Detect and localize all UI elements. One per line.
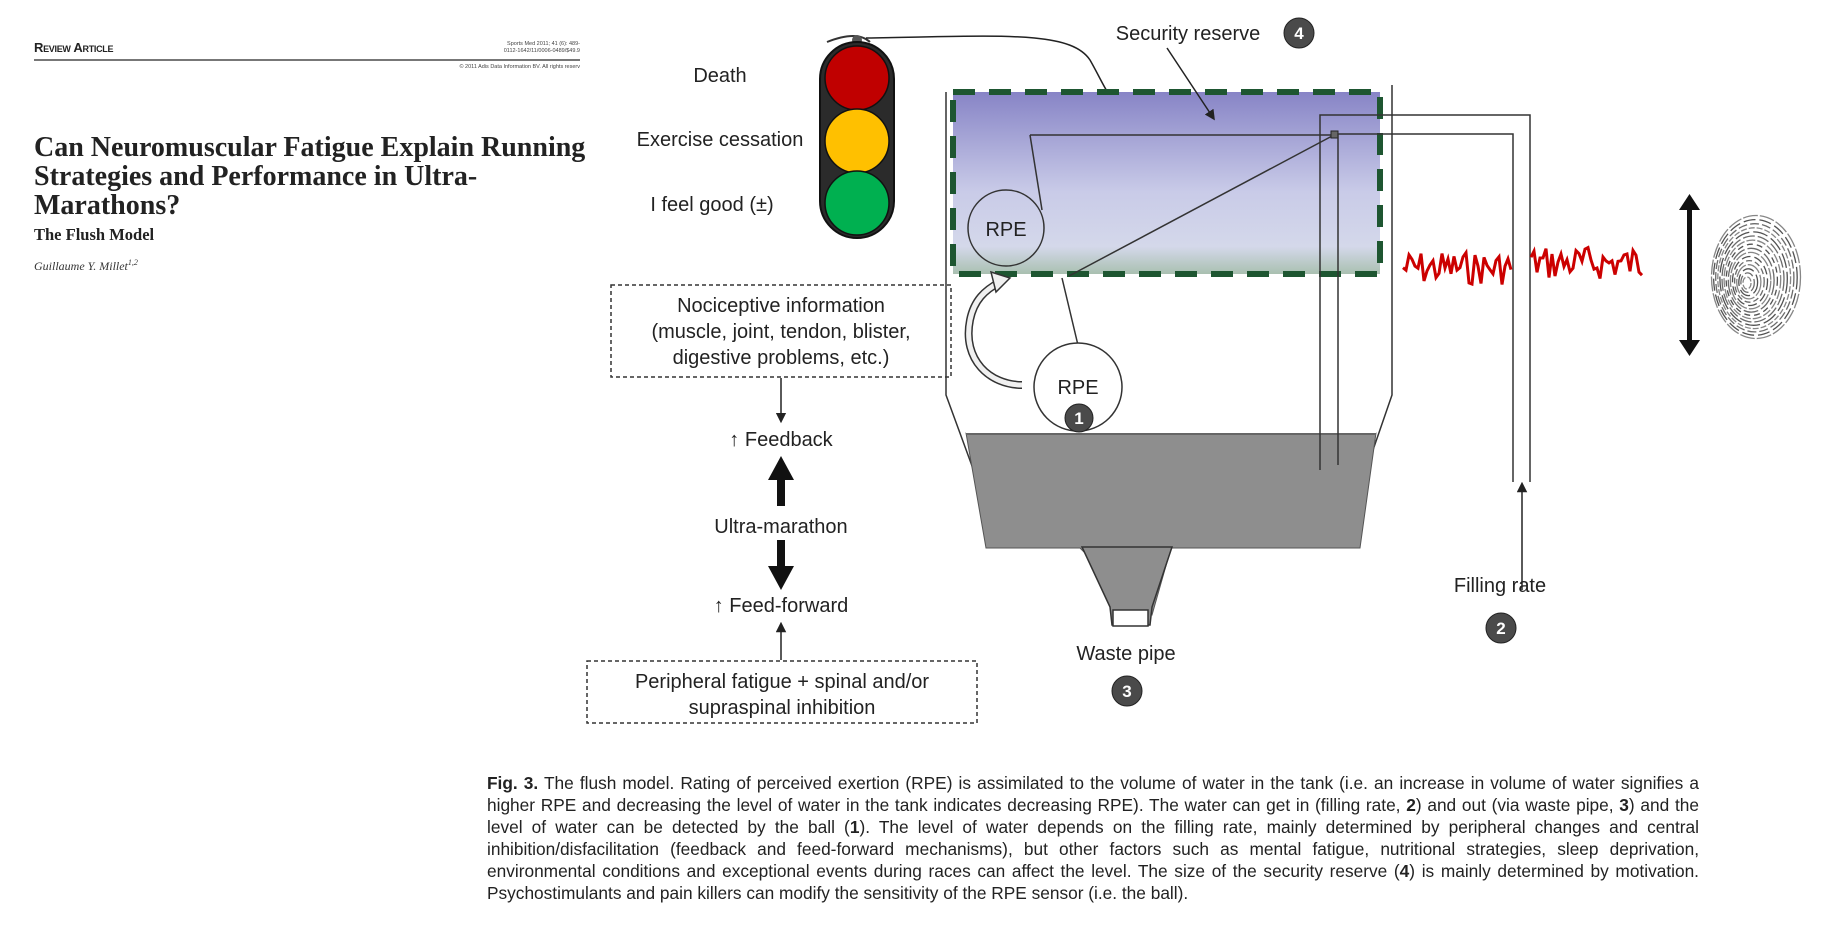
article-title: Can Neuromuscular Fatigue Explain Runnin… [34, 132, 586, 221]
amber-light [824, 108, 890, 174]
fingerprint-ridge [1712, 218, 1798, 336]
rpe-signal-trace-right [1529, 245, 1644, 279]
peripheral-line-2: supraspinal inhibition [689, 697, 876, 719]
fingerprint-ridge [1727, 247, 1775, 313]
rpe-lower-label: RPE [1057, 377, 1098, 399]
author-name: Guillaume Y. Millet [34, 259, 128, 273]
badge-3-number: 3 [1122, 682, 1131, 701]
label-exercise-cessation: Exercise cessation [637, 129, 804, 151]
nociceptive-info-box [610, 284, 952, 378]
author-line: Guillaume Y. Millet1,2 [34, 258, 138, 274]
fingerprint-ridge [1742, 276, 1752, 290]
flush-model-diagram: Death Exercise cessation I feel good (±)… [586, 17, 1802, 724]
red-light [824, 45, 890, 111]
traffic-light [819, 35, 895, 239]
feedforward-label: ↑ Feed-forward [714, 595, 849, 617]
journal-reference: Sports Med 2011; 41 (6): 489- 0112-1642/… [504, 41, 580, 55]
sensitivity-double-arrow [1679, 194, 1700, 356]
fingerprint-ridge [1740, 272, 1755, 293]
article-subtitle: The Flush Model [34, 225, 155, 244]
caption-ref-2: 2 [1406, 795, 1416, 815]
peripheral-fatigue-box [586, 660, 978, 724]
security-reserve-pointer [1166, 47, 1215, 121]
ultramarathon-label: Ultra-marathon [714, 516, 847, 538]
fingerprint-ridge [1723, 239, 1782, 320]
nociceptive-line-3: digestive problems, etc.) [673, 347, 890, 369]
badge-1 [1064, 403, 1094, 433]
article-type-label: Review Article [34, 40, 114, 55]
fingerprint-ridge [1731, 255, 1769, 307]
float-arm-upper [1029, 134, 1043, 211]
figure-label: Fig. 3. [487, 773, 539, 793]
badge-1-number: 1 [1074, 409, 1083, 428]
waste-pipe-label: Waste pipe [1076, 643, 1175, 665]
sensor-pivot [1330, 130, 1339, 139]
rise-arrow-head [989, 270, 1012, 294]
fingerprint-ridge [1715, 223, 1795, 333]
caption-text-3: ) and the level of water can be detected… [487, 795, 1699, 837]
rpe-signal-trace-left [1402, 248, 1513, 287]
caption-text-5: ) is mainly determined by motivation. Ps… [487, 861, 1699, 903]
fingerprint-ridge [1736, 264, 1762, 300]
header-divider [34, 59, 580, 61]
badge-2-number: 2 [1496, 619, 1505, 638]
filling-rate-label: Filling rate [1454, 575, 1546, 597]
fingerprint-ridge [1738, 268, 1759, 297]
badge-2 [1485, 612, 1517, 644]
rpe-ball-upper [967, 189, 1045, 267]
nociceptive-line-2: (muscle, joint, tendon, blister, [651, 321, 910, 343]
caption-ref-3: 3 [1619, 795, 1629, 815]
fingerprint-ridge [1733, 259, 1765, 303]
feedback-label: ↑ Feedback [729, 429, 833, 451]
author-affiliations: 1,2 [127, 258, 138, 267]
inlet-pipe-outer [1319, 114, 1531, 482]
badge-4-number: 4 [1294, 24, 1304, 43]
fingerprint-ridge [1729, 251, 1772, 310]
caption-text-1: The flush model. Rating of perceived exe… [487, 773, 1699, 815]
peripheral-line-1: Peripheral fatigue + spinal and/or [635, 671, 929, 693]
fingerprint-ridge [1717, 227, 1792, 330]
label-death: Death [693, 65, 746, 87]
caption-ref-1: 1 [849, 817, 860, 837]
feedback-thick-arrow [768, 456, 794, 506]
nociceptive-line-1: Nociceptive information [677, 295, 885, 317]
fingerprint-ridge [1725, 243, 1779, 317]
float-arm-diagonal [1068, 134, 1335, 277]
caption-text-2: ) and out (via waste pipe, [1415, 795, 1620, 815]
rise-arrow-outline [964, 278, 1023, 389]
security-reserve-zone [950, 89, 1383, 277]
caption-text-4: ). The level of water depends on the fil… [487, 817, 1699, 881]
fingerprint-icon [1710, 214, 1802, 340]
fingerprint-ridge [1721, 235, 1785, 323]
feedforward-thick-arrow [768, 540, 794, 590]
journal-ref-line-2: 0112-1642/11/0006-0489/$49.9 [503, 48, 580, 54]
fingerprint-ridge [1710, 214, 1802, 340]
figure-caption: Fig. 3. The flush model. Rating of perce… [487, 772, 1699, 904]
badge-4 [1283, 17, 1315, 49]
badge-3 [1111, 675, 1143, 707]
inlet-pipe-inner [1337, 133, 1514, 482]
copyright-notice: © 2011 Adis Data Information BV. All rig… [459, 64, 580, 70]
security-reserve-label: Security reserve [1116, 23, 1261, 45]
journal-ref-line-1: Sports Med 2011; 41 (6): 489- [507, 41, 580, 47]
label-i-feel-good: I feel good (±) [650, 194, 773, 216]
fingerprint-ridge [1719, 231, 1788, 326]
green-light [824, 170, 890, 236]
rpe-upper-label: RPE [985, 219, 1026, 241]
waste-pipe-outlet [1112, 609, 1149, 627]
water-body [965, 432, 1377, 616]
waste-pipe-funnel [1080, 546, 1174, 626]
caption-ref-4: 4 [1399, 861, 1410, 881]
